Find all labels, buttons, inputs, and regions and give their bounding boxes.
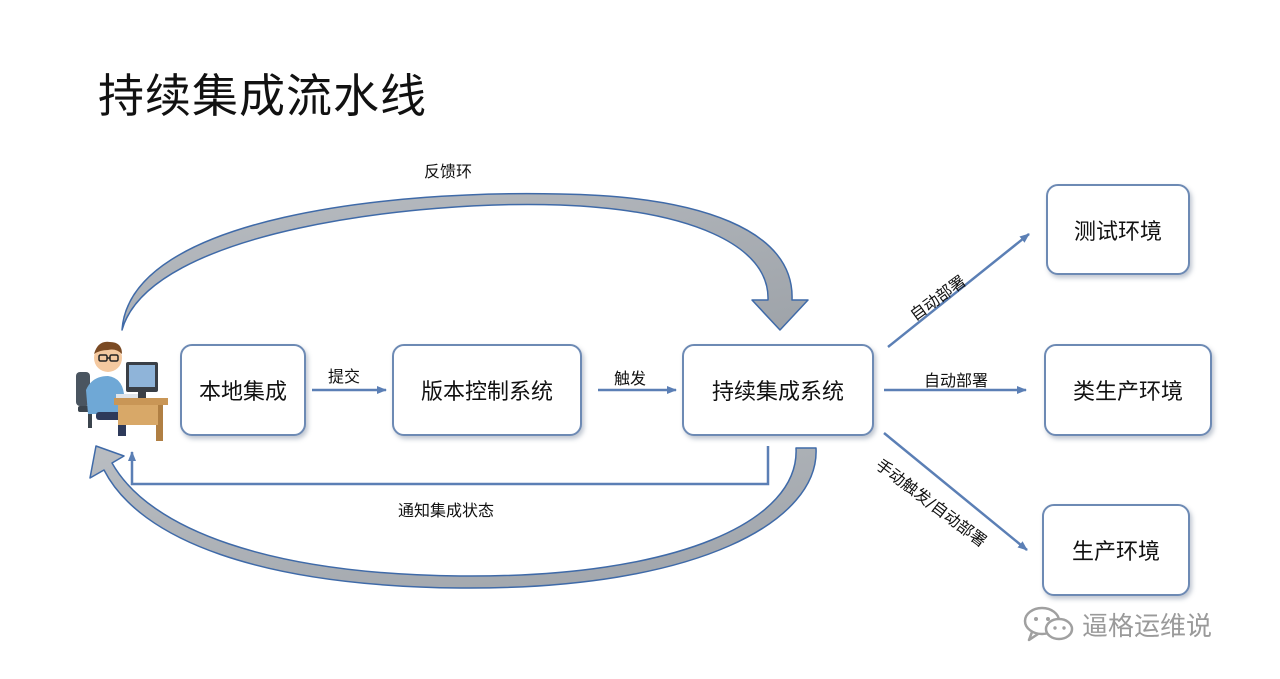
node-staging-environment: 类生产环境 bbox=[1044, 344, 1212, 436]
node-test-environment: 测试环境 bbox=[1046, 184, 1190, 275]
watermark: 逼格运维说 bbox=[1022, 604, 1212, 644]
label-commit: 提交 bbox=[328, 367, 361, 386]
node-local-integration: 本地集成 bbox=[180, 344, 306, 436]
node-production-environment: 生产环境 bbox=[1042, 504, 1190, 596]
developer-at-computer-icon bbox=[76, 341, 168, 441]
label-auto-deploy-staging: 自动部署 bbox=[924, 371, 989, 390]
label-trigger: 触发 bbox=[614, 369, 647, 388]
page-title: 持续集成流水线 bbox=[98, 69, 427, 123]
node-version-control-system: 版本控制系统 bbox=[392, 344, 582, 436]
feedback-loop-arrow bbox=[121, 192, 809, 331]
label-feedback-loop: 反馈环 bbox=[424, 162, 473, 181]
return-loop-arrow bbox=[89, 445, 817, 589]
notify-status-arrow bbox=[128, 446, 770, 486]
watermark-text: 逼格运维说 bbox=[1082, 611, 1213, 642]
wechat-icon bbox=[1023, 606, 1074, 642]
label-notify-status: 通知集成状态 bbox=[398, 501, 495, 520]
deploy-prod-arrow bbox=[883, 432, 1028, 551]
deploy-test-arrow bbox=[887, 233, 1030, 348]
node-ci-system: 持续集成系统 bbox=[682, 344, 874, 436]
